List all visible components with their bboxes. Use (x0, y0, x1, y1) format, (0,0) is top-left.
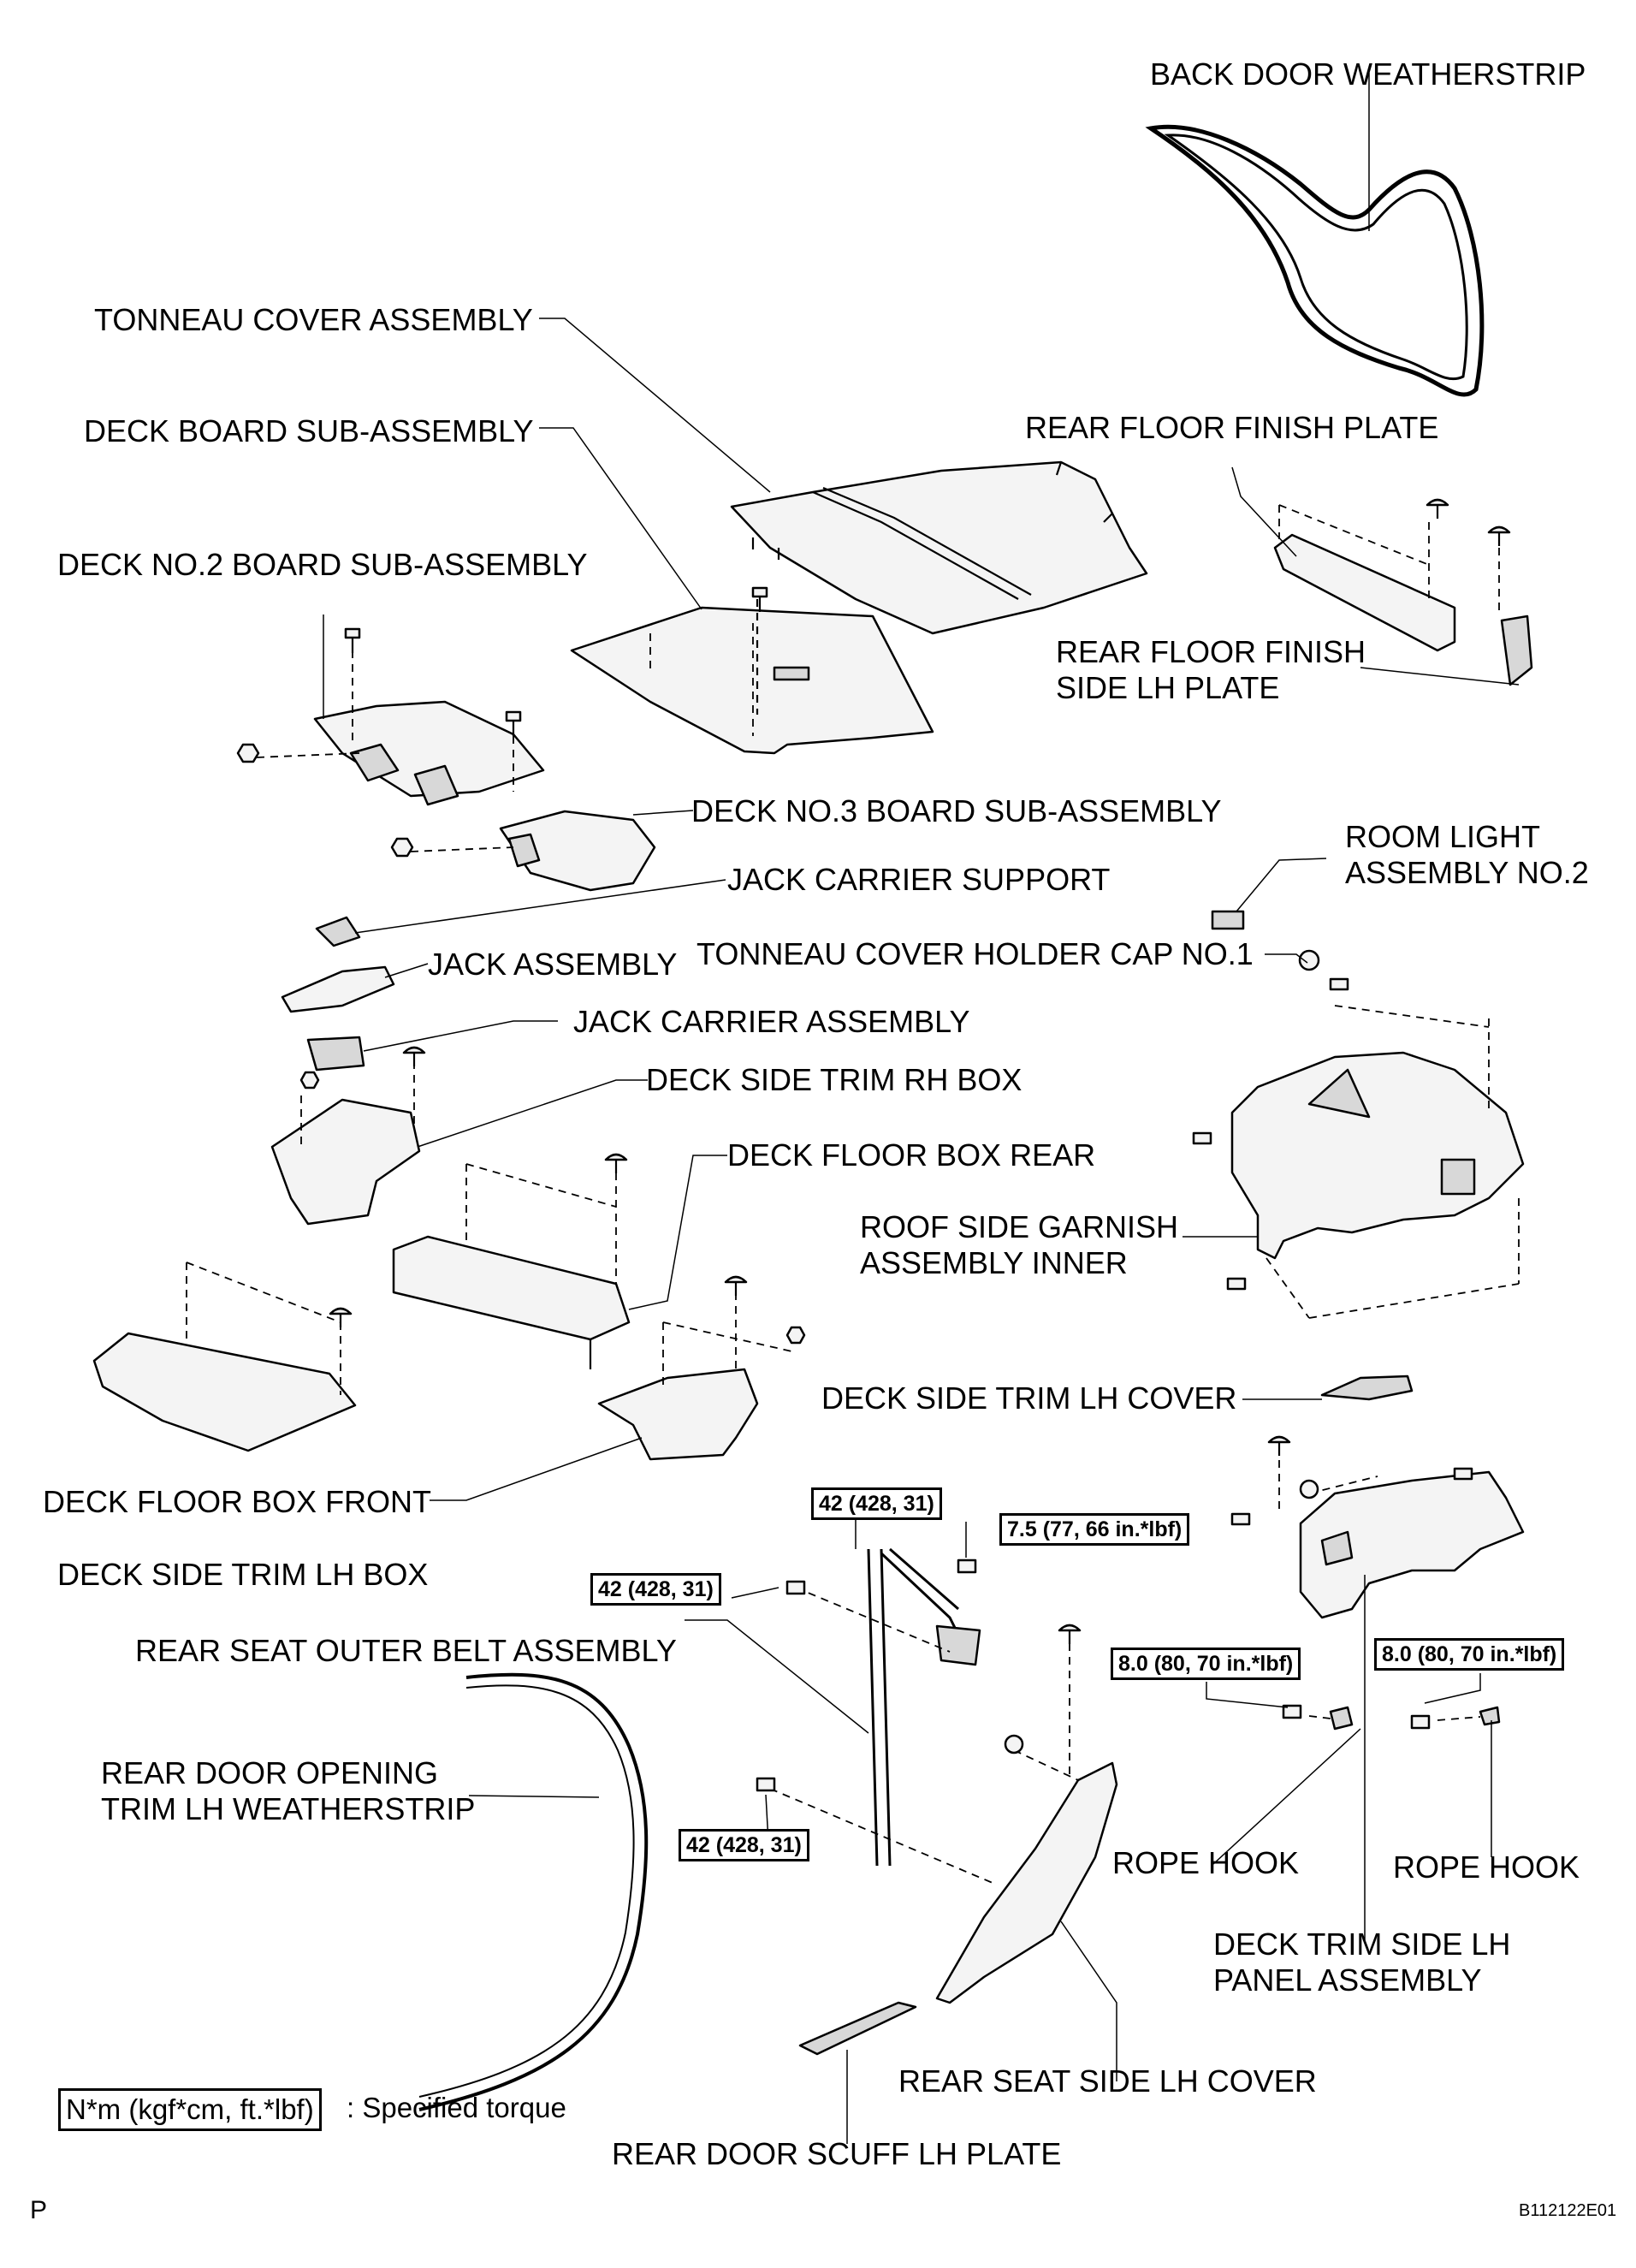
label-rear-seat-side-lh-cover: REAR SEAT SIDE LH COVER (898, 2063, 1317, 2099)
label-rear-door-opening-line1: REAR DOOR OPENING (101, 1755, 439, 1790)
label-rear-floor-finish-side-lh-plate-line2: SIDE LH PLATE (1056, 670, 1280, 705)
deck-floor-box-rear-part (392, 1163, 631, 1369)
legend-description: : Specified torque (347, 2092, 566, 2123)
label-deck-side-trim-lh-box: DECK SIDE TRIM LH BOX (57, 1557, 429, 1592)
jack-carrier-support-part (315, 916, 361, 947)
tonneau-cover-part (730, 460, 1148, 635)
label-deck-board-sub-assembly: DECK BOARD SUB-ASSEMBLY (84, 413, 534, 448)
label-rear-door-opening-line2: TRIM LH WEATHERSTRIP (101, 1791, 476, 1826)
label-jack-assembly: JACK ASSEMBLY (428, 947, 678, 982)
torque-belt-small-bolt: 7.5 (77, 66 in.*lbf) (999, 1513, 1190, 1546)
label-rear-door-scuff-lh-plate: REAR DOOR SCUFF LH PLATE (612, 2136, 1062, 2171)
label-deck-floor-box-front: DECK FLOOR BOX FRONT (43, 1484, 432, 1519)
label-rear-seat-outer-belt: REAR SEAT OUTER BELT ASSEMBLY (135, 1633, 677, 1668)
label-deck-side-trim-rh-box: DECK SIDE TRIM RH BOX (646, 1062, 1022, 1097)
label-room-light-line1: ROOM LIGHT (1345, 819, 1541, 854)
deck-side-trim-lh-box-part (597, 1292, 797, 1461)
label-deck-no2-board: DECK NO.2 BOARD SUB-ASSEMBLY (57, 547, 588, 582)
rear-seat-side-lh-cover-part (935, 1643, 1118, 2004)
legend-torque-box: N*m (kgf*cm, ft.*lbf) (58, 2088, 322, 2131)
label-room-light-line2: ASSEMBLY NO.2 (1345, 855, 1589, 890)
label-deck-floor-box-rear: DECK FLOOR BOX REAR (727, 1137, 1096, 1173)
back-door-weatherstrip-part (1145, 124, 1485, 397)
label-deck-trim-side-lh-panel-line2: PANEL ASSEMBLY (1213, 1962, 1482, 1998)
rear-door-scuff-part (798, 2001, 917, 2056)
figure-id: B112122E01 (1519, 2201, 1617, 2220)
label-tonneau-cover-holder-cap: TONNEAU COVER HOLDER CAP NO.1 (696, 936, 1254, 971)
deck-side-trim-rh-box-part (270, 1061, 421, 1226)
label-jack-carrier-assembly: JACK CARRIER ASSEMBLY (573, 1004, 970, 1039)
jack-carrier-assembly-part (306, 1036, 365, 1072)
rear-floor-finish-plate-part (1273, 504, 1456, 652)
leader-lines (323, 73, 1520, 2144)
label-rope-hook-left: ROPE HOOK (1112, 1845, 1300, 1880)
rope-hook-parts (1308, 1706, 1501, 1731)
roof-side-garnish-part (1230, 1005, 1525, 1319)
label-back-door-weatherstrip: BACK DOOR WEATHERSTRIP (1150, 56, 1586, 92)
jack-assembly-part (281, 965, 395, 1013)
deck-trim-side-lh-panel-part (1278, 1446, 1525, 1619)
torque-belt-upper: 42 (428, 31) (811, 1487, 942, 1520)
label-deck-side-trim-lh-cover: DECK SIDE TRIM LH COVER (821, 1380, 1237, 1416)
rear-seat-outer-belt-part (769, 1547, 993, 1884)
label-rope-hook-right: ROPE HOOK (1393, 1849, 1580, 1885)
torque-belt-mid: 42 (428, 31) (590, 1573, 721, 1606)
fasteners (236, 498, 1511, 1792)
torque-belt-lower: 42 (428, 31) (679, 1829, 809, 1861)
label-rear-floor-finish-side-lh-plate-line1: REAR FLOOR FINISH (1056, 634, 1366, 669)
label-deck-no3-board: DECK NO.3 BOARD SUB-ASSEMBLY (691, 793, 1222, 828)
deck-no3-board-part (410, 810, 656, 892)
torque-rope-hook-left: 8.0 (80, 70 in.*lbf) (1111, 1648, 1301, 1680)
deck-no2-board-part (256, 650, 545, 806)
label-tonneau-cover-assembly: TONNEAU COVER ASSEMBLY (94, 302, 533, 337)
deck-floor-box-front-part (92, 1262, 357, 1452)
label-roof-side-garnish-line2: ASSEMBLY INNER (860, 1245, 1128, 1280)
page-letter: P (30, 2196, 48, 2224)
deck-board-part (570, 599, 934, 755)
label-rear-floor-finish-plate: REAR FLOOR FINISH PLATE (1025, 410, 1439, 445)
label-deck-trim-side-lh-panel-line1: DECK TRIM SIDE LH (1213, 1927, 1511, 1962)
rear-floor-finish-side-lh-plate-part (1498, 548, 1533, 686)
deck-side-trim-lh-cover-part (1320, 1374, 1414, 1401)
label-jack-carrier-support: JACK CARRIER SUPPORT (727, 862, 1111, 897)
rear-door-opening-weatherstrip-part (418, 1672, 649, 2111)
label-roof-side-garnish-line1: ROOF SIDE GARNISH (860, 1209, 1179, 1244)
torque-rope-hook-right: 8.0 (80, 70 in.*lbf) (1374, 1638, 1565, 1671)
